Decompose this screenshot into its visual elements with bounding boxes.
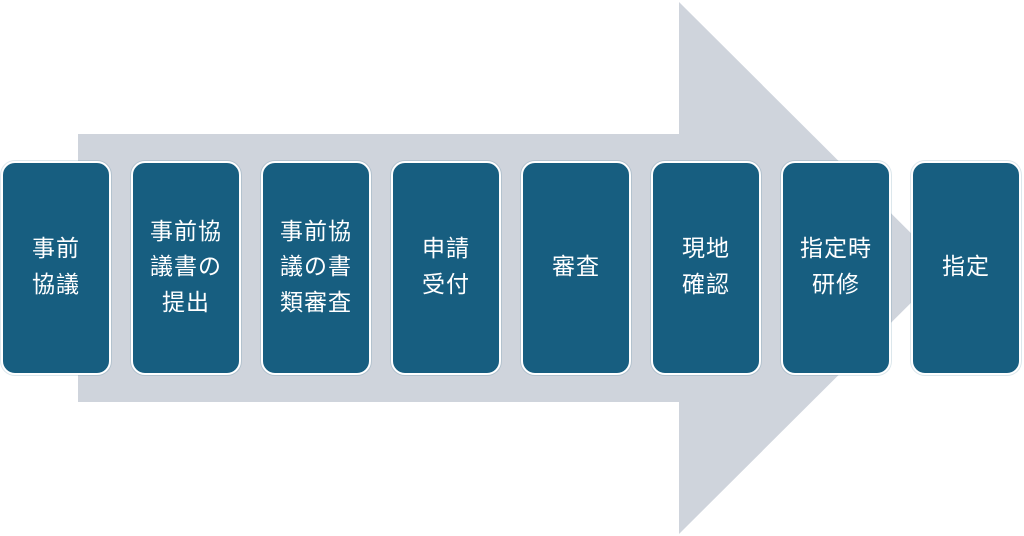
step-box-5: 審査 bbox=[521, 161, 631, 375]
step-label-2: 事前協 議書の 提出 bbox=[150, 218, 222, 316]
step-box-8: 指定 bbox=[911, 161, 1021, 375]
step-label-7: 指定時 研修 bbox=[800, 236, 872, 298]
step-label-6: 現地 確認 bbox=[682, 236, 730, 298]
step-box-1: 事前 協議 bbox=[1, 161, 111, 375]
step-label-3: 事前協 議の書 類審査 bbox=[280, 218, 352, 316]
step-label-8: 指定 bbox=[942, 254, 990, 281]
step-box-3: 事前協 議の書 類審査 bbox=[261, 161, 371, 375]
step-label-5: 審査 bbox=[552, 254, 600, 281]
step-box-4: 申請 受付 bbox=[391, 161, 501, 375]
step-box-2: 事前協 議書の 提出 bbox=[131, 161, 241, 375]
step-box-6: 現地 確認 bbox=[651, 161, 761, 375]
arrow-shape bbox=[78, 2, 946, 534]
step-label-1: 事前 協議 bbox=[32, 236, 80, 298]
step-label-4: 申請 受付 bbox=[422, 236, 470, 298]
step-box-7: 指定時 研修 bbox=[781, 161, 891, 375]
